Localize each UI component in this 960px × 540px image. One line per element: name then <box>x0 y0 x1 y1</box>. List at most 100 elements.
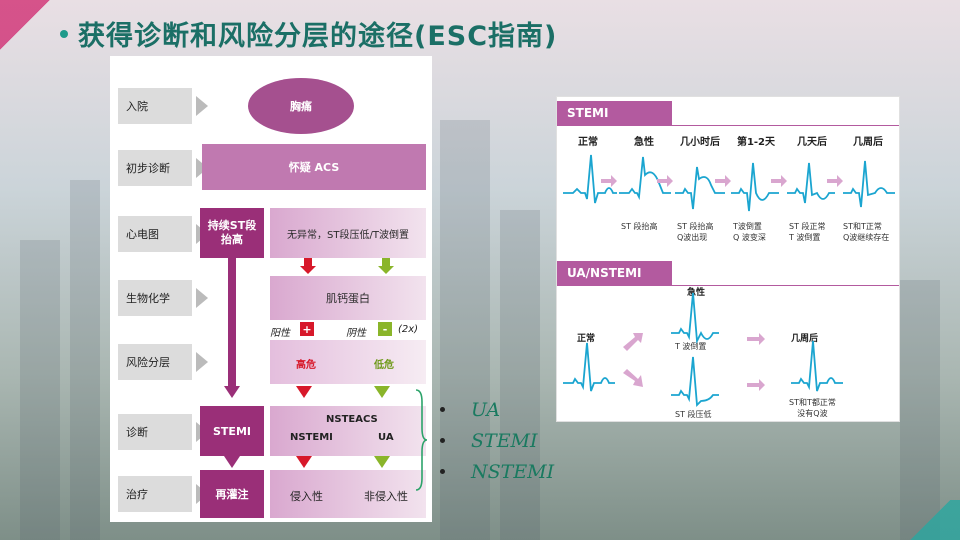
arrow-icon <box>601 175 617 187</box>
repeat-count: (2x) <box>398 324 419 335</box>
stemi-col-days: 几天后 <box>797 137 827 148</box>
arrow-icon <box>827 175 843 187</box>
row-label-initial-diagnosis: 初步诊断 <box>118 150 192 186</box>
arrow-icon <box>657 175 673 187</box>
title-bullet <box>60 29 68 38</box>
diagnosis-flowchart: 入院 初步诊断 心电图 生物化学 风险分层 诊断 治疗 胸痛 怀疑 ACS 持续… <box>110 56 432 522</box>
green-arrowhead <box>378 266 394 274</box>
ecg-trace-ua-normal <box>563 342 615 392</box>
arrow-icon <box>623 333 643 351</box>
stemi-col-weeks: 几周后 <box>853 137 883 148</box>
title-row: 获得诊断和风险分层的途径(ESC指南) <box>60 14 557 53</box>
ua-acute-label: 急性 <box>687 288 706 298</box>
ecg-trace-st-depression <box>671 356 719 407</box>
red-arrowhead-3 <box>296 456 312 468</box>
list-item-text: UA <box>471 398 501 421</box>
list-item-text: NSTEMI <box>471 460 555 483</box>
positive-label: 阳性 <box>270 328 290 339</box>
ua-ecg-traces <box>563 292 843 407</box>
corner-decoration-bottom-right <box>900 500 960 540</box>
arrow-icon <box>747 333 765 345</box>
nsteacs-label: NSTEACS <box>326 414 378 425</box>
stemi-col-day1-2: 第1-2天 <box>736 137 776 148</box>
nstemi-label: NSTEMI <box>290 432 333 443</box>
reperfusion-node: 再灌注 <box>200 470 264 518</box>
bullet-dot <box>440 469 445 474</box>
ecg-trace-days <box>787 162 835 204</box>
list-item: NSTEMI <box>440 456 554 487</box>
risk-node <box>270 340 426 384</box>
ua-label: UA <box>378 432 394 443</box>
ua-nstemi-header: UA/NSTEMI <box>557 261 672 285</box>
treatment-node <box>270 470 426 518</box>
row-label-biochemistry: 生物化学 <box>118 280 192 316</box>
bullet-dot <box>440 407 445 412</box>
low-risk-label: 低危 <box>374 360 394 371</box>
stemi-header-rule <box>557 125 899 126</box>
corner-decoration-top-left <box>0 0 50 50</box>
high-risk-label: 高危 <box>296 360 316 371</box>
row-arrow <box>196 288 208 308</box>
ecg-trace-ua-weeks <box>791 340 843 392</box>
arrow-icon <box>623 369 643 387</box>
persistent-st-elevation-node: 持续ST段抬高 <box>200 208 264 258</box>
row-label-admission: 入院 <box>118 88 192 124</box>
green-arrowhead-3 <box>374 456 390 468</box>
list-item: STEMI <box>440 425 554 456</box>
stemi-pathway-arrowhead <box>224 386 240 398</box>
negative-minus-icon: - <box>378 322 392 336</box>
non-invasive-label: 非侵入性 <box>364 490 408 503</box>
caption-ua-weeks: ST和T都正常没有Q波 <box>789 398 836 418</box>
ecg-other-findings-node: 无异常，ST段压低/T波倒置 <box>270 208 426 258</box>
stemi-col-acute: 急性 <box>634 137 654 148</box>
caption-t-inversion: T 波倒置 <box>675 342 707 351</box>
arrow-icon <box>715 175 731 187</box>
green-arrowhead-2 <box>374 386 390 398</box>
curly-brace <box>415 389 428 491</box>
ecg-trace-acute <box>619 156 671 201</box>
stemi-col-hours: 几小时后 <box>680 137 720 148</box>
ecg-trace-normal <box>563 154 617 204</box>
ecg-evolution-panel: STEMI 正常 急性 几小时后 第1-2天 几天后 几周后 ST 段抬高 ST… <box>556 96 900 422</box>
ua-normal-label: 正常 <box>577 334 596 344</box>
ua-weeks-label: 几周后 <box>791 334 819 344</box>
row-label-ecg: 心电图 <box>118 216 192 252</box>
stemi-col-normal: 正常 <box>578 137 598 148</box>
caption-acute: ST 段抬高 <box>621 222 658 231</box>
arrow-icon <box>771 175 787 187</box>
row-label-diagnosis: 诊断 <box>118 414 192 450</box>
row-label-treatment: 治疗 <box>118 476 192 512</box>
troponin-node: 肌钙蛋白 <box>270 276 426 320</box>
red-arrow-shaft <box>304 258 312 268</box>
ecg-trace-weeks <box>843 160 895 208</box>
green-arrow-shaft <box>382 258 390 268</box>
ua-header-rule <box>557 285 899 286</box>
stemi-pathway-line <box>228 258 236 388</box>
nsteacs-node <box>270 406 426 456</box>
invasive-label: 侵入性 <box>290 490 323 503</box>
positive-plus-icon: + <box>300 322 314 336</box>
stemi-header: STEMI <box>557 101 672 125</box>
stemi-node: STEMI <box>200 406 264 456</box>
arrow-icon <box>747 379 765 391</box>
row-arrow <box>196 96 208 116</box>
ecg-trace-t-inversion <box>671 292 719 345</box>
ecg-trace-day1-2 <box>731 162 779 212</box>
row-arrow <box>196 352 208 372</box>
row-label-risk-stratification: 风险分层 <box>118 344 192 380</box>
list-item-text: STEMI <box>471 429 538 452</box>
chest-pain-node: 胸痛 <box>248 78 354 134</box>
list-item: UA <box>440 394 554 425</box>
purple-arrowhead-3 <box>224 456 240 468</box>
red-arrowhead <box>300 266 316 274</box>
bullet-dot <box>440 438 445 443</box>
negative-label: 阴性 <box>346 328 366 339</box>
slide-title: 获得诊断和风险分层的途径(ESC指南) <box>78 21 558 52</box>
ecg-trace-hours <box>675 166 725 210</box>
suspect-acs-node: 怀疑 ACS <box>202 144 426 190</box>
